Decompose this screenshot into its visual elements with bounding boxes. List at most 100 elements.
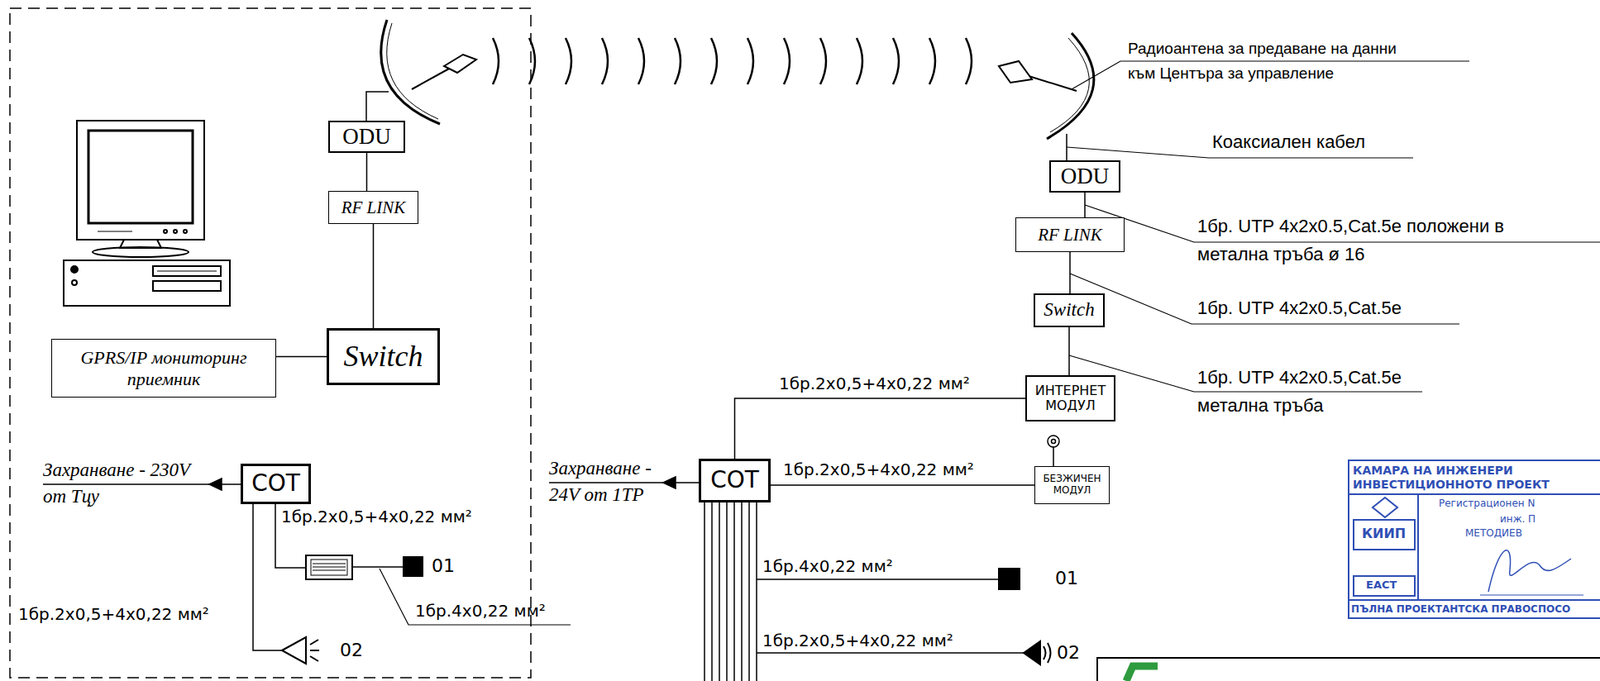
rf-link-box: RF LINK xyxy=(1015,217,1125,253)
computer-icon xyxy=(88,130,193,224)
satellite-dish xyxy=(411,67,451,90)
radio-wave xyxy=(711,38,717,85)
stamp xyxy=(1348,460,1600,619)
internet-module-box: ИНТЕРНЕТ МОДУЛ xyxy=(1025,375,1116,422)
radio-wave xyxy=(929,38,936,85)
connector xyxy=(276,356,327,358)
leader-line xyxy=(379,61,1600,626)
stamp-text: МЕТОДИЕВ xyxy=(1465,527,1523,540)
title-block xyxy=(1097,658,1600,681)
box-text: ODU xyxy=(1060,163,1110,190)
satellite-dish xyxy=(998,61,1032,83)
connector xyxy=(735,398,1027,459)
stamp xyxy=(1372,497,1398,518)
cable-label: Захранване - 230V от Тцу xyxy=(42,457,202,511)
computer-icon xyxy=(163,229,168,234)
satellite-dish xyxy=(998,33,1094,161)
satellite-dish xyxy=(1046,33,1094,139)
leader-line xyxy=(379,568,571,626)
connector-line xyxy=(1068,327,1070,376)
callout-number: 01 xyxy=(1055,567,1079,591)
switch-box: Switch xyxy=(326,328,440,386)
wiring xyxy=(756,652,1024,655)
dashed-boundary xyxy=(9,8,531,679)
siren-symbol xyxy=(1047,643,1051,664)
box-text: Switch xyxy=(343,339,424,374)
siren-symbol xyxy=(281,637,306,664)
computer-icon xyxy=(71,266,78,273)
wiring xyxy=(253,504,282,651)
connector-line xyxy=(276,356,327,359)
radio-wave xyxy=(893,38,899,85)
cable-label: 1бр.2x0,5+4x0,22 мм² xyxy=(18,603,210,626)
callout-number: 02 xyxy=(339,639,363,663)
siren-symbol xyxy=(310,649,320,652)
power-line xyxy=(209,478,222,491)
cable-label: 1бр.2x0,5+4x0,22 мм² xyxy=(762,630,954,652)
connector-line xyxy=(735,398,1027,459)
connector-line xyxy=(1069,252,1071,294)
computer-icon xyxy=(152,281,221,292)
connector xyxy=(1069,252,1071,294)
cable-label: 1бр.2x0,5+4x0,22 мм² xyxy=(777,373,972,394)
leader-line xyxy=(1069,273,1460,325)
stamp-text: инж. П xyxy=(1499,513,1536,526)
sensor-symbol xyxy=(402,556,424,578)
antenna-symbol xyxy=(1052,447,1055,467)
radio-wave xyxy=(565,38,572,85)
power-line xyxy=(663,477,676,489)
antenna-symbol xyxy=(1051,439,1056,445)
stamp xyxy=(1353,576,1415,597)
computer-icon xyxy=(183,229,187,234)
cable-label: Коаксиален кабел xyxy=(1212,130,1366,154)
callout-number: 02 xyxy=(1056,641,1080,665)
satellite-dish xyxy=(1028,76,1077,91)
radio-wave xyxy=(638,38,645,85)
keypad-symbol xyxy=(312,570,346,572)
connector xyxy=(1069,327,1070,376)
box-text: RF LINK xyxy=(341,197,406,218)
computer-icon xyxy=(92,247,189,258)
box-text: Switch xyxy=(1043,299,1094,321)
cable-label: 1бр.2x0,5+4x0,22 мм² xyxy=(781,459,976,480)
satellite-dish xyxy=(366,19,477,125)
siren-symbol xyxy=(310,640,319,645)
connector-line xyxy=(366,152,368,192)
stamp-text: ЕАСТ xyxy=(1365,578,1397,593)
computer-icon xyxy=(97,231,133,233)
box-text: ODU xyxy=(342,124,392,150)
power-line xyxy=(549,482,699,484)
wiring xyxy=(755,502,758,681)
box-text: БЕЗЖИЧЕН МОДУЛ xyxy=(1040,473,1104,497)
title-block xyxy=(1097,658,1600,681)
switch-box: Switch xyxy=(1033,293,1105,328)
odu-box: ODU xyxy=(328,120,406,153)
connector-line xyxy=(1084,192,1086,218)
receiver-box: GPRS/IP мониторинг приемник xyxy=(51,339,277,398)
sensor-symbol xyxy=(402,556,1021,591)
stamp xyxy=(1348,493,1600,496)
siren-symbol xyxy=(310,656,319,662)
stamp-text: ПЪЛНА ПРОЕКТАНТСКА ПРАВОСПОСО xyxy=(1351,603,1571,617)
cable-label: Захранване - 24V от 1ТР xyxy=(549,455,674,509)
callout-number: 01 xyxy=(431,554,455,578)
cable-label: 1бр.4x0,22 мм² xyxy=(415,600,546,622)
radio-wave xyxy=(747,38,754,85)
radio-wave xyxy=(965,38,972,85)
connector-line xyxy=(372,224,375,329)
cable-label: 1бр.2x0,5+4x0,22 мм² xyxy=(281,506,473,528)
stamp xyxy=(1480,595,1584,597)
wireless-module-box: БЕЗЖИЧЕН МОДУЛ xyxy=(1034,466,1110,505)
connector xyxy=(366,152,368,192)
radio-wave xyxy=(820,38,827,85)
cable-label: 1бр.4x0,22 мм² xyxy=(762,555,894,578)
wiring xyxy=(756,578,999,581)
wiring xyxy=(725,502,728,681)
stamp xyxy=(1488,550,1572,593)
box-text: СОТ xyxy=(251,470,301,497)
radio-wave xyxy=(856,38,863,85)
wiring xyxy=(703,502,706,681)
computer-icon xyxy=(173,229,177,234)
computer-icon xyxy=(63,260,230,306)
connector xyxy=(1084,192,1086,218)
